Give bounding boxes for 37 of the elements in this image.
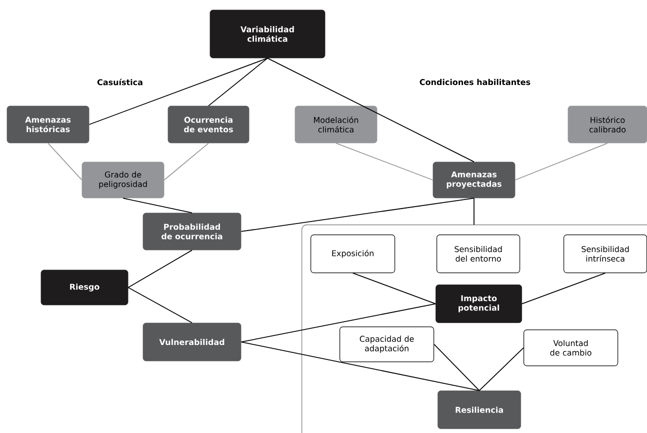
concept-box: Sensibilidad intrínseca: [564, 234, 647, 274]
concept-box: Histórico calibrado: [568, 106, 647, 144]
concept-box: Exposición: [310, 234, 396, 274]
connector-line: [352, 272, 436, 304]
concept-box: Amenazas históricas: [6, 106, 90, 144]
connector-line: [240, 198, 474, 232]
concept-box: Vulnerabilidad: [142, 322, 242, 362]
connector-line: [48, 142, 82, 180]
connector-line: [240, 342, 480, 392]
concept-box: Voluntad de cambio: [524, 329, 618, 366]
connector-line: [128, 250, 192, 288]
connector-line: [122, 198, 192, 214]
concept-box: Variabilidad climática: [210, 10, 326, 58]
section-heading: Condiciones habilitantes: [420, 78, 530, 86]
connector-line: [514, 142, 608, 180]
connector-line: [88, 58, 268, 125]
connector-line: [208, 58, 268, 106]
connector-line: [267, 58, 474, 162]
concept-box: Modelación climática: [294, 106, 378, 144]
concept-box: Riesgo: [40, 270, 128, 306]
connector-line: [240, 303, 436, 342]
connector-line: [164, 142, 209, 180]
section-heading: Casuística: [97, 78, 142, 86]
connector-line: [478, 347, 524, 392]
concept-box: Ocurrencia de eventos: [168, 106, 250, 144]
concept-box: Amenazas proyectadas: [432, 162, 516, 198]
concept-box: Impacto potencial: [436, 284, 522, 323]
concept-box: Resiliencia: [438, 390, 521, 429]
concept-box: Sensibilidad del entorno: [436, 234, 520, 274]
connector-line: [522, 272, 606, 304]
panel-frame: [301, 224, 647, 433]
concept-box: Probabilidad de ocurrencia: [142, 212, 242, 250]
connector-line: [336, 142, 434, 180]
concept-box: Capacidad de adaptación: [340, 326, 434, 362]
connector-line: [128, 287, 192, 324]
concept-box: Grado de peligrosidad: [82, 162, 164, 198]
connector-line: [434, 344, 480, 392]
